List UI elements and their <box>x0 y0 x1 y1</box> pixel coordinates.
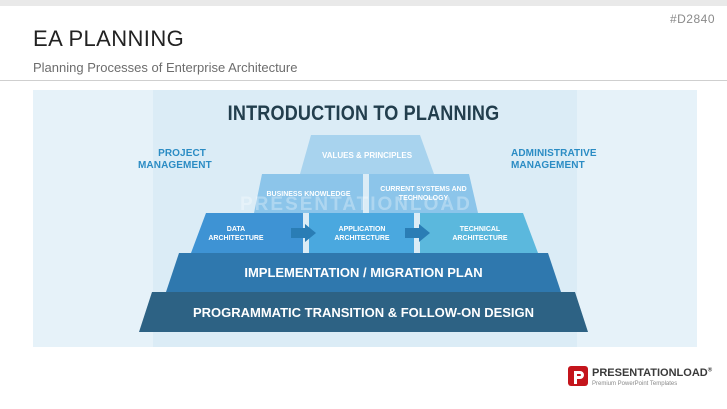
label-data-architecture: DATA ARCHITECTURE <box>196 225 276 243</box>
label-business-knowledge: BUSINESS KNOWLEDGE <box>266 191 351 198</box>
label-values-principles: VALUES & PRINCIPLES <box>321 151 413 160</box>
slide-code: #D2840 <box>669 12 715 26</box>
panel-right-band <box>577 90 697 347</box>
tier-values-principles <box>300 135 434 174</box>
header-divider <box>0 80 727 81</box>
label-technical-line-2: ARCHITECTURE <box>452 235 508 242</box>
label-technical-architecture: TECHNICAL ARCHITECTURE <box>434 225 526 243</box>
watermark: PRESENTATIONLOAD <box>240 194 472 215</box>
presentationload-logo: PRESENTATIONLOAD® Premium PowerPoint Tem… <box>568 364 718 396</box>
label-current-systems: CURRENT SYSTEMS AND TECHNOLOGY <box>369 185 478 203</box>
label-implementation-migration: IMPLEMENTATION / MIGRATION PLAN <box>244 265 483 280</box>
label-application-line-2: ARCHITECTURE <box>334 235 390 242</box>
logo-tagline: Premium PowerPoint Templates <box>592 381 678 387</box>
top-bar <box>0 0 727 6</box>
left-label-line-2: MANAGEMENT <box>138 160 212 171</box>
right-label-line-1: ADMINISTRATIVE <box>511 148 597 159</box>
logo-text: PRESENTATIONLOAD® <box>592 367 712 379</box>
right-label-line-2: MANAGEMENT <box>511 160 585 171</box>
diagram-title: INTRODUCTION TO PLANNING <box>227 102 500 125</box>
arrow-data-to-application <box>291 224 316 242</box>
left-label-line-1: PROJECT <box>158 148 206 159</box>
label-data-line-2: ARCHITECTURE <box>208 235 264 242</box>
slide-title: EA PLANNING <box>33 26 185 51</box>
tier-implementation-migration <box>166 253 561 292</box>
logo-registered-mark: ® <box>707 367 713 374</box>
logo-mark-icon <box>568 366 588 386</box>
label-current-systems-line-1: CURRENT SYSTEMS AND <box>380 186 467 193</box>
tier-data-architecture <box>191 213 303 253</box>
tier-technical-architecture <box>420 213 538 253</box>
tier-application-architecture <box>309 213 414 253</box>
tier-current-systems <box>369 174 478 213</box>
label-programmatic-transition: PROGRAMMATIC TRANSITION & FOLLOW-ON DESI… <box>192 305 535 320</box>
left-side-label: PROJECT MANAGEMENT <box>138 148 212 172</box>
right-side-label: ADMINISTRATIVE MANAGEMENT <box>511 148 597 172</box>
label-technical-line-1: TECHNICAL <box>459 226 501 233</box>
arrow-application-to-technical <box>405 224 430 242</box>
slide-subtitle: Planning Processes of Enterprise Archite… <box>33 60 298 75</box>
logo-name: PRESENTATIONLOAD <box>592 367 708 379</box>
label-data-line-1: DATA <box>226 226 246 233</box>
label-application-line-1: APPLICATION <box>338 226 386 233</box>
label-current-systems-line-2: TECHNOLOGY <box>398 195 449 202</box>
panel-left-band <box>33 90 153 347</box>
label-application-architecture: APPLICATION ARCHITECTURE <box>318 225 406 243</box>
tier-business-knowledge <box>254 174 363 213</box>
tier-programmatic-transition <box>139 292 588 332</box>
